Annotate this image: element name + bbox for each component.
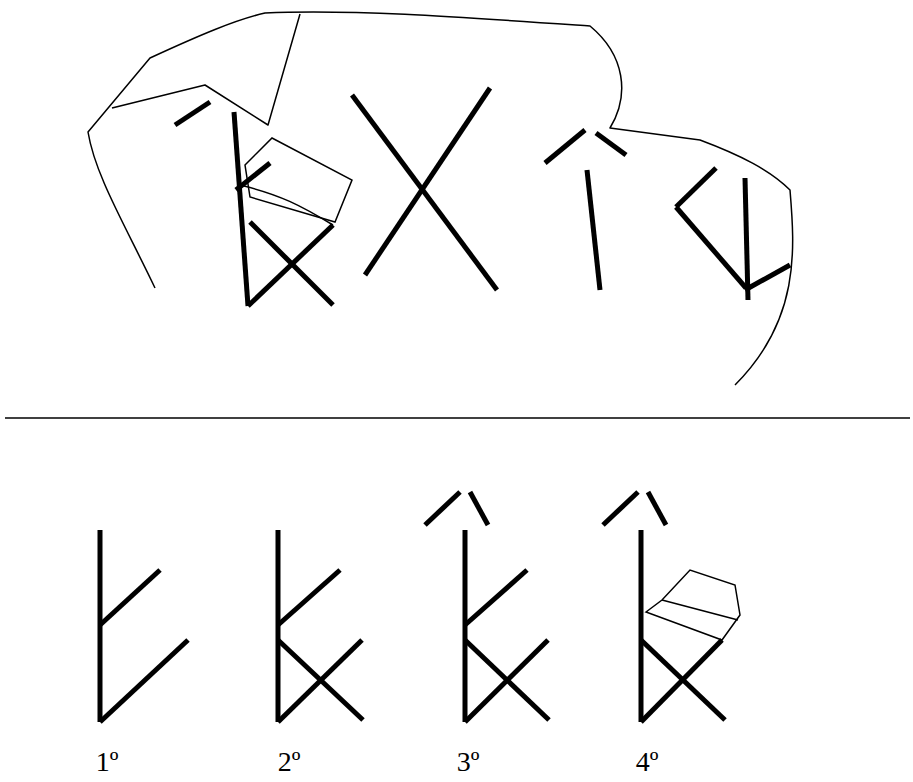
rune-damage-outline [244, 138, 352, 225]
divider-line [5, 417, 910, 419]
rune-damage-outline [646, 570, 740, 640]
runes-inscription [175, 88, 790, 306]
rune-stages [100, 492, 725, 722]
stage-number: 1º [96, 748, 119, 776]
stage-number: 4º [636, 748, 659, 776]
stone-outline [88, 12, 793, 385]
stage-number: 3º [457, 748, 480, 776]
stage-number: 2º [278, 748, 301, 776]
